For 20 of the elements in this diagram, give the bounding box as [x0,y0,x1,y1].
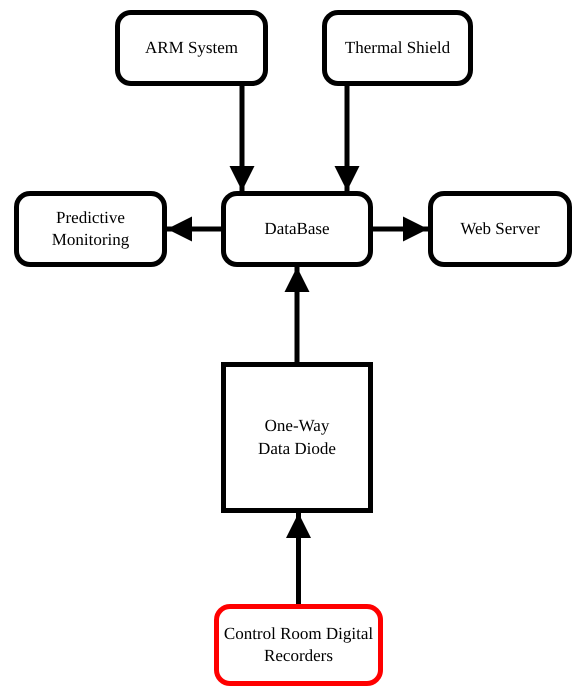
node-label: Web Server [460,218,540,240]
node-label: ARM System [144,36,238,59]
process-box [115,10,268,86]
process-box [214,604,383,686]
arrow [167,216,221,242]
arrow [334,86,360,191]
node-label: DataBase [264,218,330,240]
arrow [286,513,311,604]
process-box [428,191,572,267]
node-label: One-Way Data Diode [257,415,337,460]
process-box [14,191,167,267]
process-box [322,10,473,86]
process-box [221,191,373,267]
node-label: Predictive Monitoring [50,206,130,251]
node-label: Thermal Shield [344,36,450,59]
node-label: Control Room Digital Recorders [224,622,374,667]
process-box [221,362,373,513]
arrow [284,267,310,362]
arrow [373,216,428,242]
arrow [230,86,254,191]
